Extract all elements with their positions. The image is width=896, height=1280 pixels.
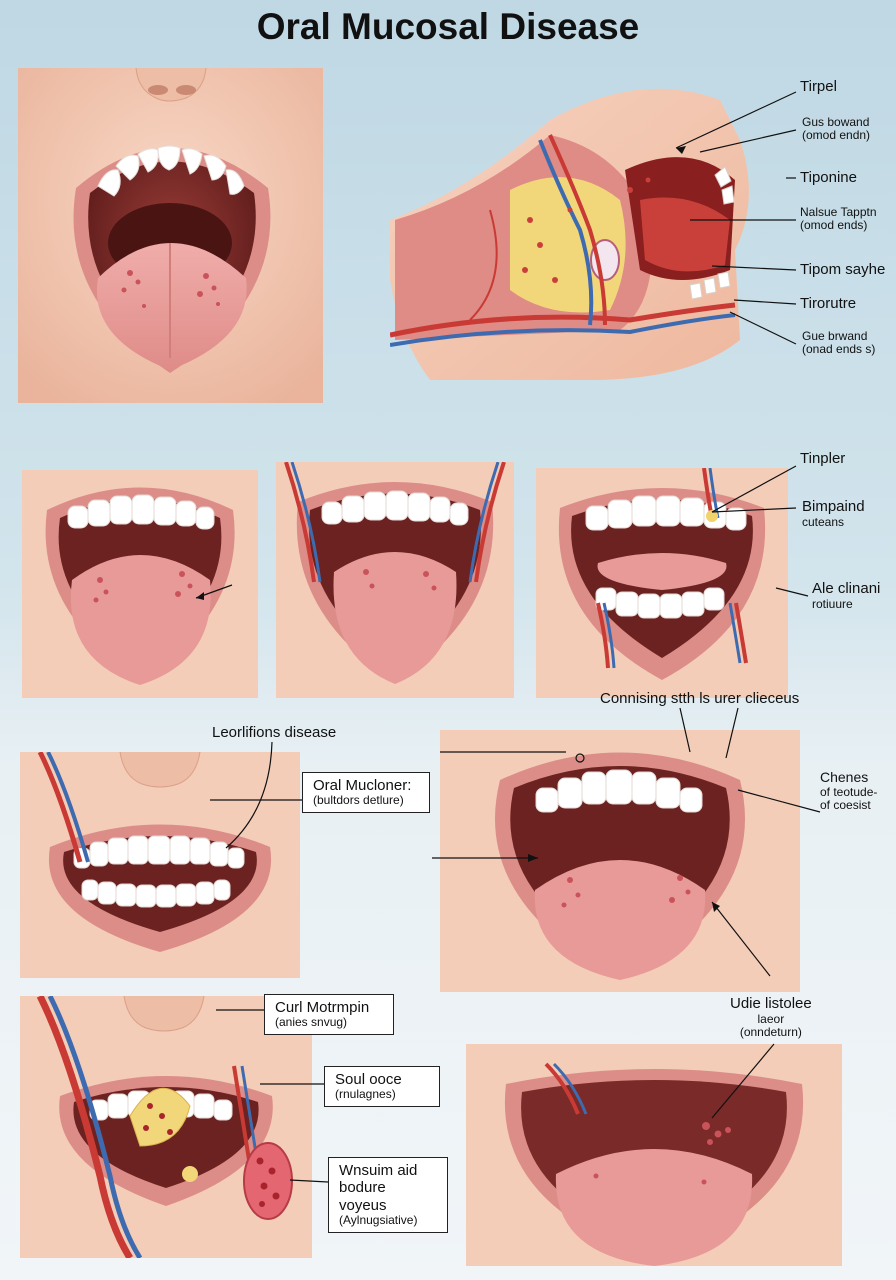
- label-bimpaind-main: Bimpaind: [802, 498, 865, 515]
- row4-box2-main: Soul ooce: [335, 1071, 402, 1088]
- panel-row3-right: [440, 730, 800, 992]
- row4-box3-sub2: (Aylnugsiative): [339, 1212, 418, 1227]
- cross-section-teeth: [689, 166, 735, 300]
- label-ale-clinani-main: Ale clinani: [812, 580, 881, 597]
- artery: [390, 302, 736, 338]
- row4-right-l3: (onndeturn): [739, 1025, 802, 1040]
- label-nalsue-tapptn: Nalsue Tapptn (omod ends): [800, 205, 877, 233]
- row3-box-main: Oral Mucloner:: [313, 777, 412, 794]
- vein: [390, 313, 736, 347]
- label-bimpaind: Bimpaind cuteans: [802, 498, 865, 529]
- panel-row2-middle: [276, 462, 514, 698]
- fat-layer: [510, 177, 626, 313]
- row3-side-l1: Chenes: [820, 769, 869, 785]
- row4-box1-main: Curl Motrmpin: [275, 999, 370, 1016]
- row3-right-heading: Connising stth ls urer clieceus: [600, 690, 800, 707]
- label-tirpel: Tirpel: [800, 78, 837, 95]
- panel-row2-right: [536, 468, 788, 698]
- row4-right-label: Udie listolee laeor (onndeturn): [730, 995, 812, 1040]
- label-tiponine: Tiponine: [800, 169, 857, 186]
- panel-cross-section: [390, 80, 760, 410]
- label-gus-bowand-sub: (omod endn): [802, 128, 871, 143]
- nostril-right: [176, 85, 196, 95]
- label-ale-clinani: Ale clinani rotiuure: [812, 580, 881, 611]
- lesion-spots: [121, 270, 220, 308]
- row4-label-box-1: Curl Motrmpin (anies snvug): [264, 994, 394, 1036]
- page-title: Oral Mucosal Disease: [256, 6, 640, 47]
- tongue: [96, 243, 247, 370]
- row3-side-l2: of teotude-: [820, 784, 878, 799]
- label-gue-brwand: Gue brwand (onad ends s): [802, 329, 876, 357]
- fat-dots: [522, 177, 663, 283]
- panel-row4-right: [466, 1044, 842, 1266]
- nostril-left: [148, 85, 168, 95]
- panel-front-open-mouth: [18, 68, 323, 403]
- panel-row3-left: [20, 752, 300, 978]
- row4-box3-sub: bodure voyeus: [339, 1179, 387, 1214]
- label-ale-clinani-sub: rotiuure: [812, 596, 853, 611]
- row3-side-l3: of coesist: [820, 798, 871, 813]
- label-tirorutre: Tirorutre: [800, 295, 857, 312]
- label-nalsue-sub: (omod ends): [800, 218, 868, 233]
- panel-row4-left: [20, 996, 312, 1258]
- label-gus-bowand: Gus bowand (omod endn): [802, 115, 871, 143]
- row4-label-box-3: Wnsuim aid bodure voyeus (Aylnugsiative): [328, 1157, 448, 1233]
- row4-box3-main: Wnsuim aid: [339, 1162, 418, 1179]
- label-tipom-sayhe: Tipom sayhe: [800, 261, 886, 278]
- label-gue-brwand-sub: (onad ends s): [802, 342, 876, 357]
- row3-left-heading: Leorlifions disease: [212, 724, 337, 741]
- row3-label-box: Oral Mucloner: (bultdors detlure): [302, 772, 430, 814]
- label-gue-brwand-main: Gue brwand: [802, 329, 868, 343]
- upper-teeth: [97, 145, 245, 197]
- label-gus-bowand-main: Gus bowand: [802, 115, 870, 129]
- row4-label-box-2: Soul ooce (rnulagnes): [324, 1066, 440, 1108]
- row3-box-sub: (bultdors detlure): [313, 793, 404, 808]
- row3-right-side-label: Chenes of teotude- of coesist: [820, 769, 878, 813]
- row4-right-l2: laeor: [757, 1011, 785, 1026]
- panel-row2-left: [22, 470, 258, 698]
- row4-box1-sub: (anies snvug): [275, 1015, 348, 1030]
- label-nalsue-main: Nalsue Tapptn: [800, 205, 877, 219]
- label-tinpler: Tinpler: [800, 450, 846, 467]
- row4-box2-sub: (rnulagnes): [335, 1087, 396, 1102]
- label-bimpaind-sub: cuteans: [802, 514, 845, 529]
- row4-right-l1: Udie listolee: [730, 995, 812, 1012]
